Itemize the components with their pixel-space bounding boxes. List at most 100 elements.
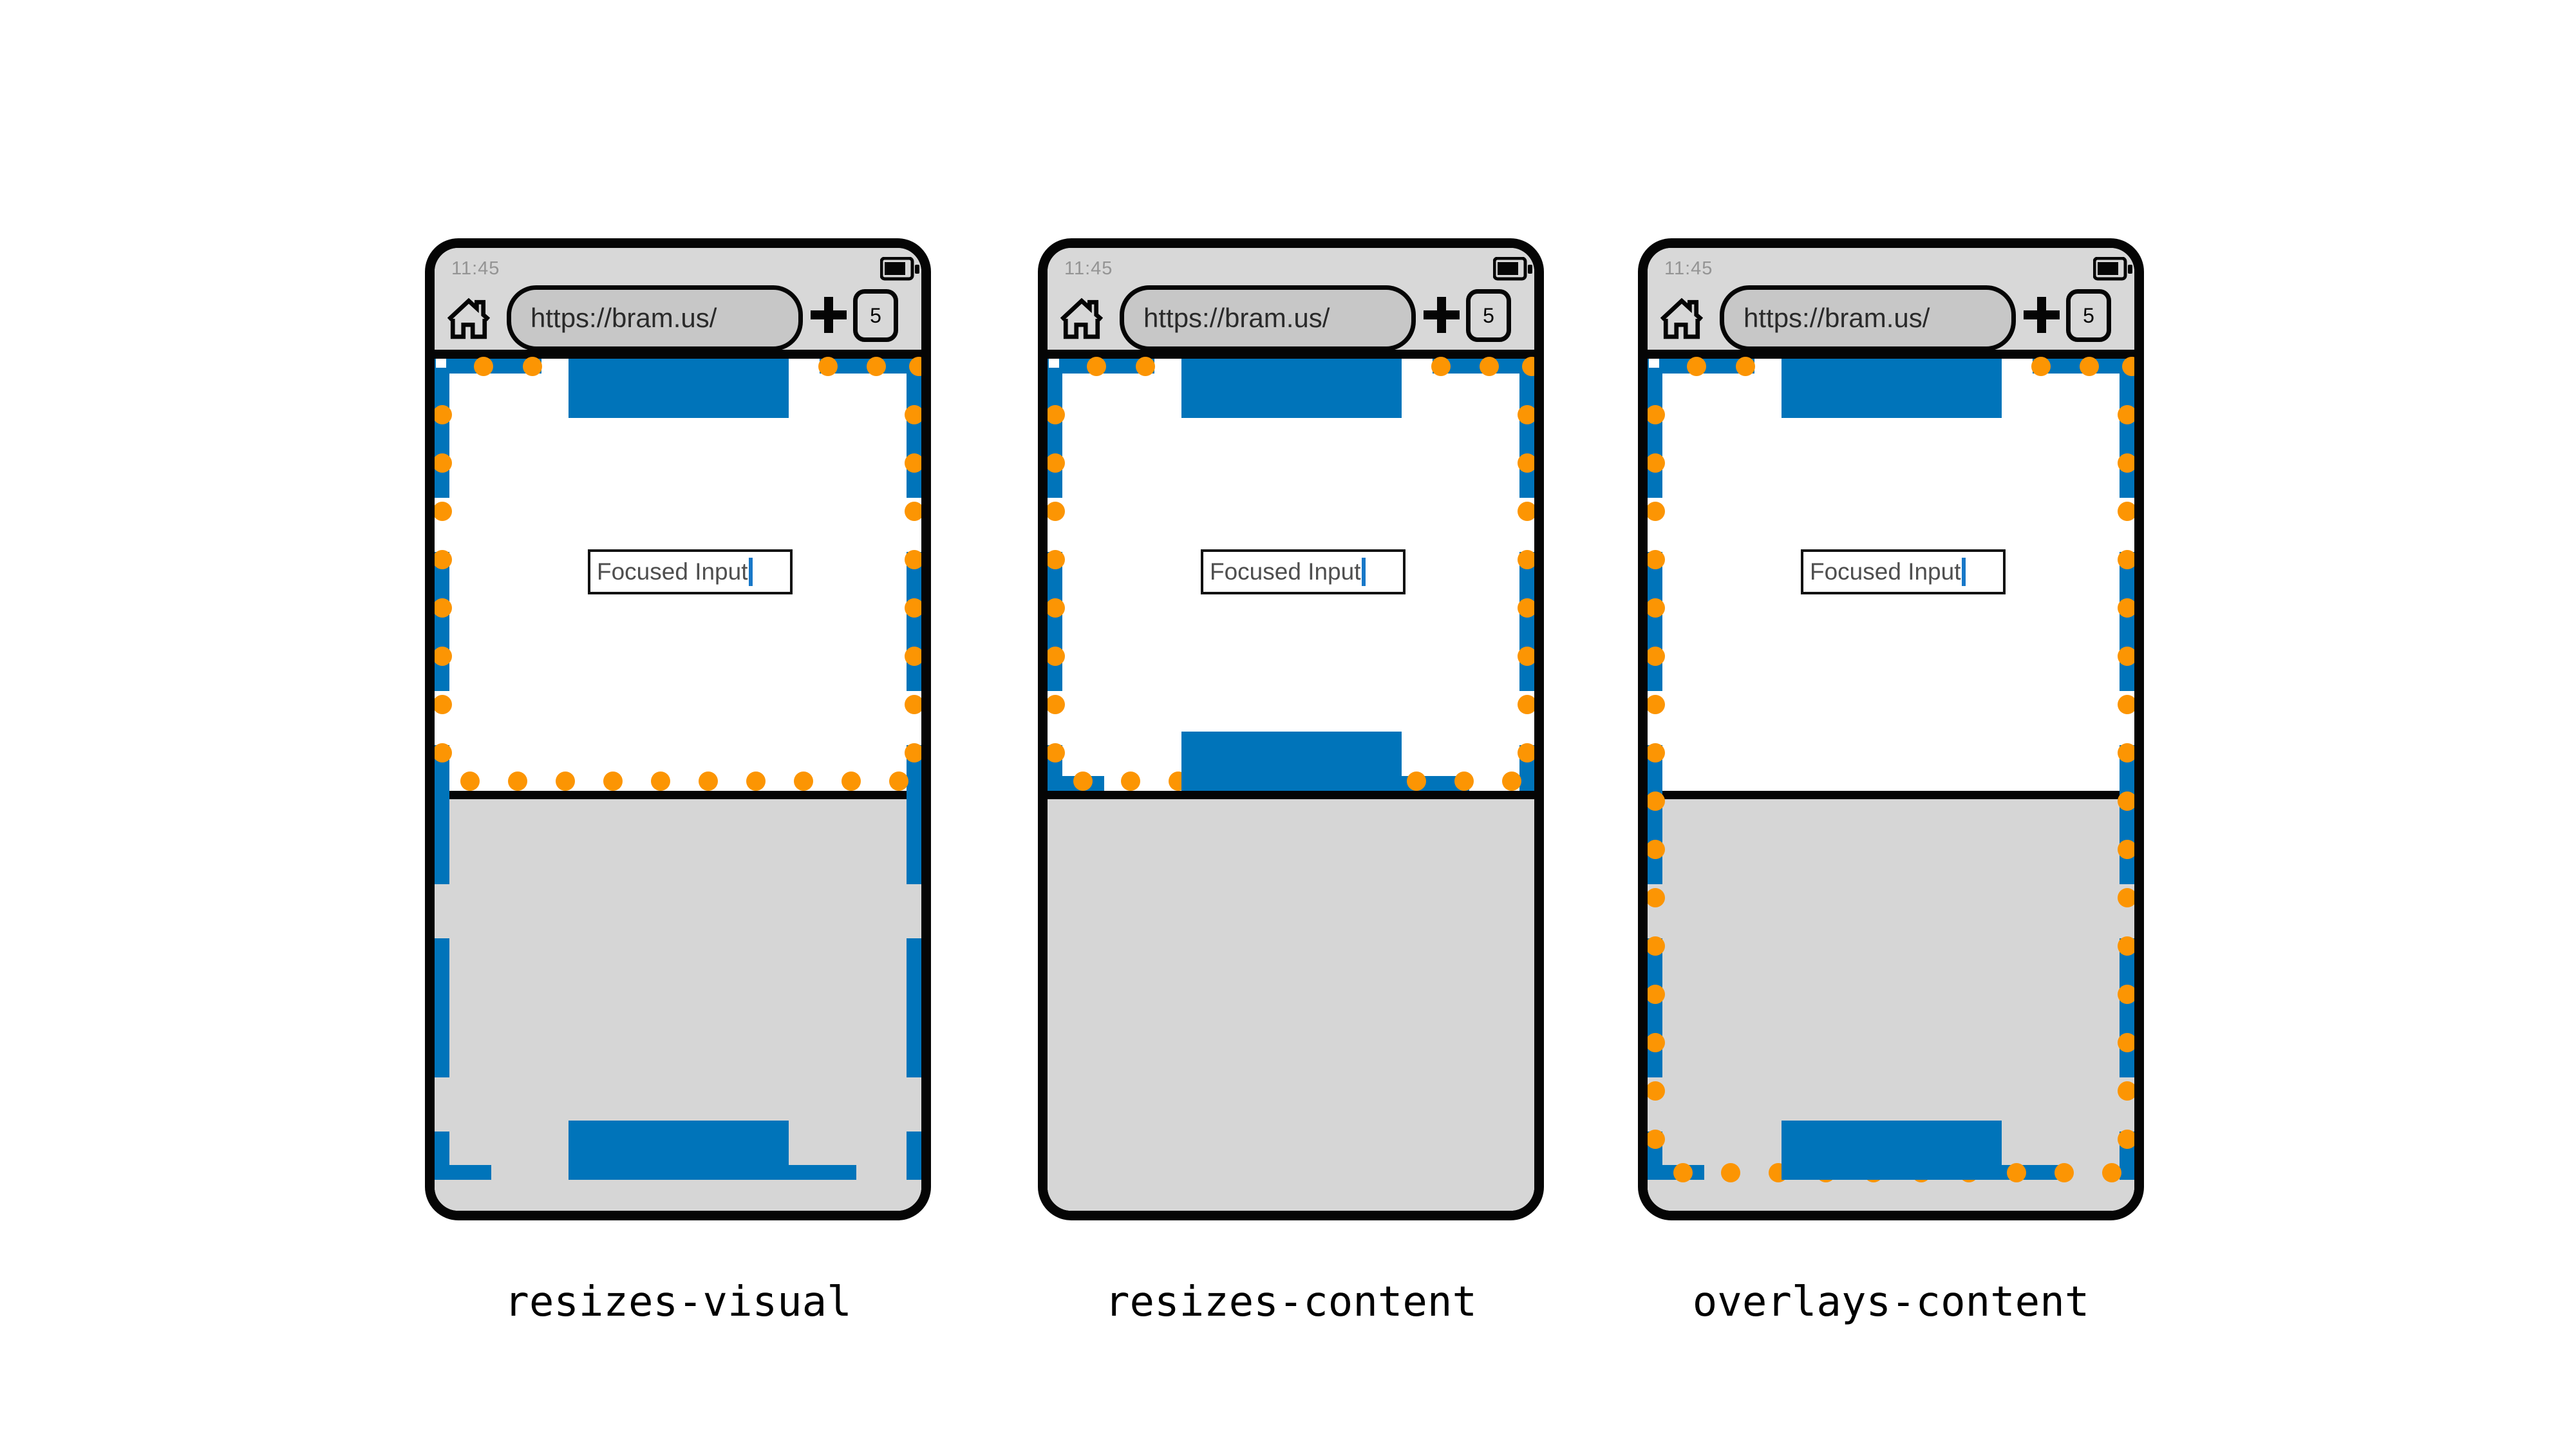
- tab-count: 5: [870, 303, 881, 327]
- visual-viewport-dot: [2117, 549, 2134, 569]
- visual-viewport-dot: [1087, 356, 1106, 376]
- visual-viewport-dot: [904, 598, 921, 618]
- home-icon[interactable]: [447, 297, 490, 339]
- visual-viewport-dot: [904, 646, 921, 666]
- tab-count: 5: [1483, 303, 1494, 327]
- visual-viewport-dot: [1517, 501, 1534, 521]
- page-border-dash: [435, 552, 449, 691]
- tab-count-button[interactable]: 5: [1466, 289, 1511, 342]
- page-border-dash: [1048, 552, 1062, 691]
- visual-viewport-dot: [1048, 549, 1065, 569]
- new-tab-plus-icon[interactable]: [811, 297, 847, 333]
- visual-viewport-dot: [1454, 772, 1474, 791]
- dash-gap-notch: [1049, 359, 1059, 368]
- page-header-block: [1181, 359, 1402, 418]
- input-value: Focused Input: [1810, 558, 1961, 585]
- visual-viewport-dot: [2102, 1162, 2121, 1182]
- url-bar[interactable]: https://bram.us/: [1720, 285, 2016, 351]
- status-time: 11:45: [1064, 258, 1113, 279]
- page-border-dash: [907, 1132, 921, 1180]
- new-tab-plus-icon[interactable]: [1424, 297, 1460, 333]
- visual-viewport-dot: [1048, 501, 1065, 521]
- visual-viewport-dot: [2117, 743, 2134, 762]
- page-border-dash: [907, 552, 921, 691]
- visual-viewport-dot: [2117, 1032, 2134, 1052]
- visual-viewport-dot: [1048, 646, 1065, 666]
- focused-input[interactable]: Focused Input: [1801, 549, 2006, 594]
- battery-icon: [2093, 257, 2133, 281]
- viewport-decorations: [1648, 356, 2134, 1211]
- visual-viewport-dot: [1736, 356, 1755, 376]
- url-text: https://bram.us/: [1744, 303, 1930, 333]
- phone-resizes-content: 11:45 https://bram.us/: [1038, 238, 1544, 1220]
- visual-viewport-dot: [2117, 1081, 2134, 1101]
- focused-input[interactable]: Focused Input: [588, 549, 793, 594]
- home-icon[interactable]: [1060, 297, 1103, 339]
- visual-viewport-dot: [2117, 646, 2134, 666]
- page-border-dash: [2120, 745, 2134, 884]
- visual-viewport-dot: [1648, 549, 1665, 569]
- visual-viewport-dot: [2117, 404, 2134, 424]
- new-tab-plus-icon[interactable]: [2024, 297, 2060, 333]
- focused-input[interactable]: Focused Input: [1201, 549, 1406, 594]
- battery-icon: [1493, 257, 1533, 281]
- visual-viewport-dot: [1121, 772, 1140, 791]
- visual-viewport-dot: [1648, 598, 1665, 618]
- visual-viewport-dot: [651, 772, 670, 791]
- visual-viewport-dot: [1648, 984, 1665, 1004]
- visual-viewport-dot: [460, 772, 480, 791]
- visual-viewport-dot: [1136, 356, 1155, 376]
- page-border-dash: [2120, 938, 2134, 1077]
- visual-viewport-dot: [2117, 598, 2134, 618]
- tab-count-button[interactable]: 5: [853, 289, 898, 342]
- visual-viewport-dot: [699, 772, 718, 791]
- url-bar[interactable]: https://bram.us/: [507, 285, 803, 351]
- page-border-dash: [435, 938, 449, 1077]
- page-border-dash: [435, 359, 449, 498]
- virtual-keyboard[interactable]: [1048, 799, 1534, 1211]
- mode-label-resizes-content: resizes-content: [1105, 1278, 1477, 1326]
- visual-viewport-dot: [1721, 1162, 1740, 1182]
- visual-viewport-dot: [2031, 356, 2051, 376]
- visual-viewport-dot: [1517, 598, 1534, 618]
- page-border-dash: [435, 1165, 491, 1180]
- viewport-decorations: [1048, 356, 1534, 1211]
- visual-viewport-dot: [1048, 453, 1065, 473]
- keyboard-divider: [1648, 791, 2134, 799]
- page-border-dash: [1648, 938, 1662, 1077]
- visual-viewport-dot: [841, 772, 861, 791]
- text-caret: [749, 558, 753, 586]
- visual-viewport-dot: [2054, 1162, 2074, 1182]
- page-viewport: Focused Input: [1648, 356, 2134, 1211]
- visual-viewport-dot: [556, 772, 575, 791]
- page-border-dash: [1060, 359, 1154, 374]
- visual-viewport-dot: [435, 501, 452, 521]
- status-time: 11:45: [451, 258, 500, 279]
- visual-viewport-dot: [1648, 791, 1665, 811]
- visual-viewport-dot: [2080, 356, 2099, 376]
- url-bar[interactable]: https://bram.us/: [1120, 285, 1416, 351]
- visual-viewport-dot: [2117, 839, 2134, 859]
- page-viewport: Focused Input: [435, 356, 921, 1211]
- visual-viewport-dot: [508, 772, 527, 791]
- viewport-decorations: [435, 356, 921, 1211]
- page-border-dash: [447, 359, 541, 374]
- visual-viewport-dot: [904, 549, 921, 569]
- page-border-dash: [2120, 359, 2134, 498]
- tab-count: 5: [2083, 303, 2094, 327]
- visual-viewport-dot: [1517, 453, 1534, 473]
- visual-viewport-dot: [1648, 1032, 1665, 1052]
- visual-viewport-dot: [904, 404, 921, 424]
- home-icon[interactable]: [1660, 297, 1703, 339]
- visual-viewport-dot: [1517, 646, 1534, 666]
- page-border-dash: [435, 745, 449, 884]
- tab-count-button[interactable]: 5: [2066, 289, 2111, 342]
- visual-viewport-dot: [435, 549, 452, 569]
- chrome-divider: [1048, 350, 1534, 359]
- input-value: Focused Input: [597, 558, 748, 585]
- page-border-dash: [2120, 552, 2134, 691]
- keyboard-divider: [435, 791, 921, 799]
- visual-viewport-dot: [1048, 598, 1065, 618]
- visual-viewport-dot: [1648, 743, 1665, 762]
- page-footer-block: [1782, 1121, 2002, 1180]
